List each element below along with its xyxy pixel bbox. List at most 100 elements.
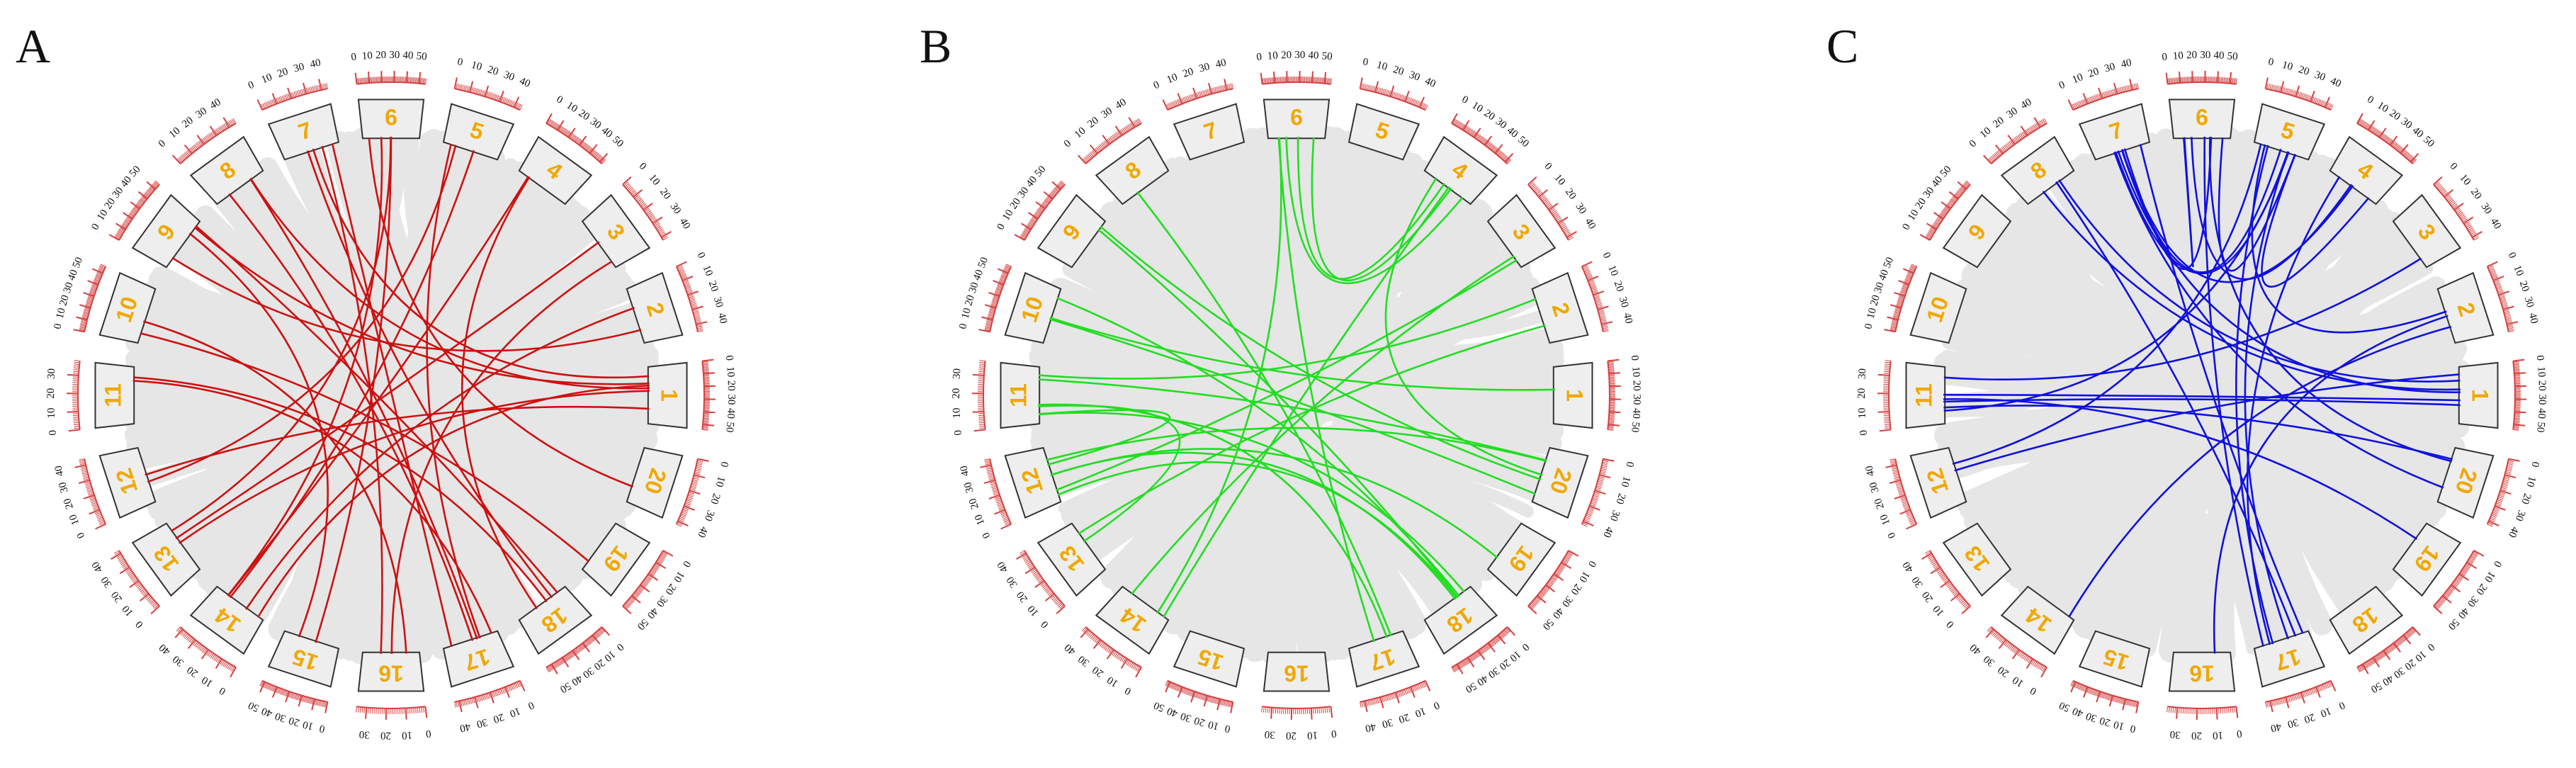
tick-mark (187, 639, 196, 650)
tick-mark (2133, 84, 2136, 90)
chromosome-box (357, 98, 425, 140)
tick-mark (2514, 424, 2526, 427)
tick-mark (218, 127, 222, 132)
tick-mark (583, 642, 588, 648)
tick-mark (576, 647, 581, 653)
tick-mark (2471, 553, 2478, 558)
tick-mark (146, 596, 152, 601)
tick-mark (149, 187, 154, 192)
tick-mark (2490, 271, 2496, 274)
tick-mark (990, 484, 997, 487)
tick-mark (1399, 94, 1402, 100)
tick-mark (80, 465, 86, 468)
tick-mark (125, 218, 132, 222)
tick-mark (88, 493, 94, 496)
tick-mark (688, 295, 694, 298)
tick-mark (2473, 237, 2480, 241)
tick-mark (640, 202, 645, 207)
tick-mark (566, 654, 570, 660)
tick-mark (2264, 77, 2269, 89)
tick-mark (1407, 688, 1411, 694)
tick-mark (2303, 94, 2305, 99)
tick-mark (1214, 698, 1217, 704)
tick-mark (2445, 194, 2451, 199)
tick-mark (1000, 276, 1006, 280)
tick-mark (456, 701, 458, 708)
tick-mark (991, 302, 998, 305)
tick-label: 50 (1540, 616, 1556, 632)
tick-mark (2125, 699, 2128, 706)
tick-mark (1033, 214, 1039, 219)
tick-mark (648, 573, 658, 581)
tick-mark (2514, 414, 2521, 415)
tick-mark (2317, 98, 2321, 105)
tick-mark (2137, 83, 2139, 89)
tick-mark (2494, 281, 2500, 284)
tick-mark (1045, 198, 1051, 203)
tick-mark (1910, 522, 1916, 526)
tick-mark (2040, 665, 2045, 671)
tick-mark (628, 188, 634, 193)
tick-mark (513, 96, 520, 108)
tick-mark (703, 366, 709, 368)
tick-mark (1384, 89, 1386, 95)
tick-mark (1385, 89, 1388, 96)
tick-mark (2497, 497, 2504, 501)
tick-mark (2412, 159, 2417, 164)
tick-mark (2388, 646, 2393, 652)
tick-mark (1324, 707, 1326, 713)
collinearity-link (1038, 405, 1181, 543)
tick-mark (980, 464, 992, 468)
tick-mark (1034, 573, 1040, 578)
tick-label: 10 (960, 307, 973, 320)
tick-mark (310, 698, 312, 704)
tick-mark (1196, 692, 1199, 699)
tick-label: 40 (157, 641, 173, 657)
tick-mark (1985, 628, 1994, 638)
tick-mark (1044, 593, 1055, 602)
tick-mark (1527, 176, 1537, 186)
tick-mark (313, 86, 316, 92)
tick-mark (1209, 696, 1211, 703)
tick-mark (1561, 560, 1568, 565)
tick-mark (2172, 707, 2174, 713)
tick-mark (1486, 643, 1491, 649)
tick-mark (1592, 497, 1598, 501)
tick-label: 50 (723, 422, 735, 433)
tick-mark (1529, 181, 1534, 186)
tick-label: 0 (1886, 531, 1899, 540)
tick-mark (98, 521, 105, 524)
collinearity-link (1277, 137, 1375, 643)
tick-mark (1468, 656, 1472, 662)
tick-label: 20 (288, 714, 301, 728)
tick-mark (687, 291, 693, 294)
tick-mark (560, 127, 565, 132)
tick-mark (997, 268, 1009, 274)
tick-label: 0 (1152, 79, 1161, 92)
tick-label: 20 (1008, 196, 1024, 211)
tick-mark (1892, 468, 1898, 470)
tick-mark (2406, 154, 2411, 159)
tick-mark (1590, 502, 1596, 506)
tick-mark (2492, 512, 2498, 515)
tick-mark (468, 86, 470, 92)
tick-mark (695, 321, 701, 324)
tick-mark (2271, 84, 2273, 91)
tick-mark (1175, 684, 1178, 691)
tick-mark (1537, 595, 1547, 604)
tick-mark (1419, 683, 1423, 689)
tick-mark (2457, 210, 2463, 215)
tick-mark (2000, 148, 2004, 153)
tick-mark (2321, 684, 2324, 690)
tick-mark (487, 693, 490, 699)
tick-mark (1484, 645, 1489, 650)
tick-mark (515, 682, 519, 689)
tick-mark (643, 580, 649, 585)
tick-mark (550, 665, 554, 670)
tick-mark (1318, 77, 1319, 84)
tick-mark (2135, 701, 2137, 708)
tick-mark (585, 640, 589, 645)
tick-mark (409, 77, 410, 83)
tick-mark (146, 190, 152, 195)
tick-mark (1090, 634, 1095, 640)
